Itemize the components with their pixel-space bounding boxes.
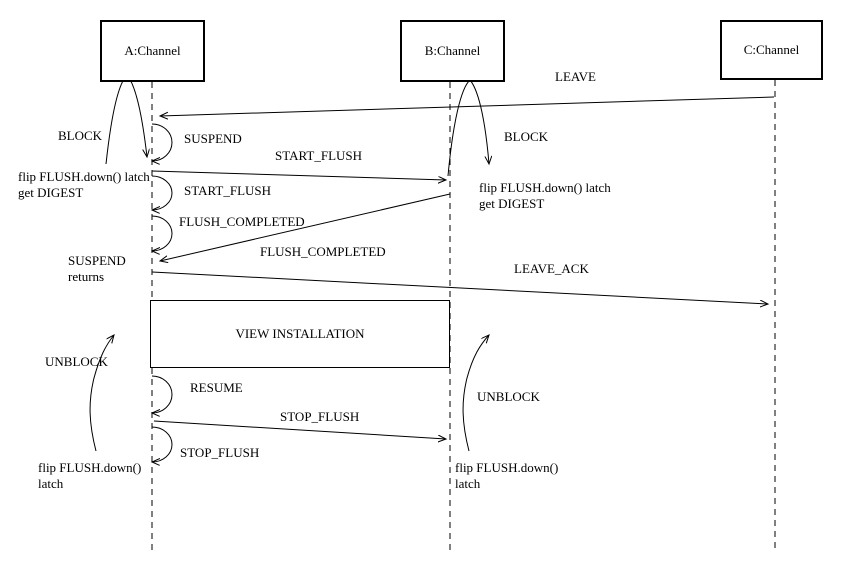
flip-flush-latch-bottom-label-a: flip FLUSH.down() latch: [38, 460, 141, 492]
block-label-a: BLOCK: [58, 128, 103, 143]
unblock-arrow-a: [89, 335, 114, 452]
stop-flush-message-label: STOP_FLUSH: [280, 409, 360, 424]
view-installation-box: VIEW INSTALLATION: [150, 300, 450, 368]
flush-completed-loop-label: FLUSH_COMPLETED: [179, 214, 305, 229]
start-flush-arrow-a-to-b: [151, 170, 446, 180]
start-flush-loop-label: START_FLUSH: [184, 183, 272, 198]
channel-box-b: B:Channel: [400, 20, 505, 82]
flip-flush-latch-label-b: flip FLUSH.down() latch: [479, 180, 611, 195]
flip-b-bottom-line1: flip FLUSH.down(): [455, 460, 559, 475]
channel-box-c: C:Channel: [720, 20, 823, 80]
flush-completed-arrow-b-to-a: [160, 193, 451, 261]
stop-flush-loop-label: STOP_FLUSH: [180, 445, 260, 460]
leave-label: LEAVE: [555, 69, 596, 84]
suspend-returns-line1: SUSPEND: [68, 253, 126, 268]
leave-ack-arrow-a-to-c: [151, 271, 768, 304]
get-digest-label-a: get DIGEST: [18, 185, 84, 200]
channel-c-label: C:Channel: [743, 42, 800, 57]
channel-box-a: A:Channel: [100, 20, 205, 82]
start-flush-self-loop-arc: [152, 175, 173, 210]
suspend-returns-line2: returns: [68, 269, 105, 284]
flip-flush-latch-label-a: flip FLUSH.down() latch: [18, 169, 150, 184]
flip-flush-latch-bottom-label-b: flip FLUSH.down() latch: [455, 460, 558, 492]
block-arrow-a: [105, 74, 147, 165]
block-label-b: BLOCK: [504, 129, 549, 144]
unblock-label-b: UNBLOCK: [477, 389, 540, 404]
start-flush-message-label: START_FLUSH: [275, 148, 363, 163]
leave-ack-label: LEAVE_ACK: [514, 261, 589, 276]
resume-self-loop-arc: [152, 375, 173, 413]
flip-b-bottom-line2: latch: [455, 476, 481, 491]
channel-a-label: A:Channel: [124, 43, 181, 58]
stop-flush-self-loop-arc: [152, 426, 173, 462]
leave-arrow: [160, 96, 775, 116]
channel-b-label: B:Channel: [424, 43, 481, 58]
flip-a-bottom-line1: flip FLUSH.down(): [38, 460, 142, 475]
suspend-loop-label: SUSPEND: [184, 131, 242, 146]
stop-flush-arrow-a-to-b: [153, 420, 446, 439]
unblock-arrow-b: [462, 335, 489, 452]
flush-completed-self-loop-arc: [152, 215, 173, 251]
flip-a-bottom-line2: latch: [38, 476, 64, 491]
get-digest-label-b: get DIGEST: [479, 196, 545, 211]
flush-completed-message-label: FLUSH_COMPLETED: [260, 244, 386, 259]
suspend-self-loop-arc: [152, 123, 173, 161]
block-arrow-b: [447, 79, 489, 177]
unblock-label-a: UNBLOCK: [45, 354, 108, 369]
view-installation-label: VIEW INSTALLATION: [235, 326, 365, 341]
suspend-returns-label: SUSPEND returns: [68, 253, 126, 285]
resume-loop-label: RESUME: [190, 380, 243, 395]
